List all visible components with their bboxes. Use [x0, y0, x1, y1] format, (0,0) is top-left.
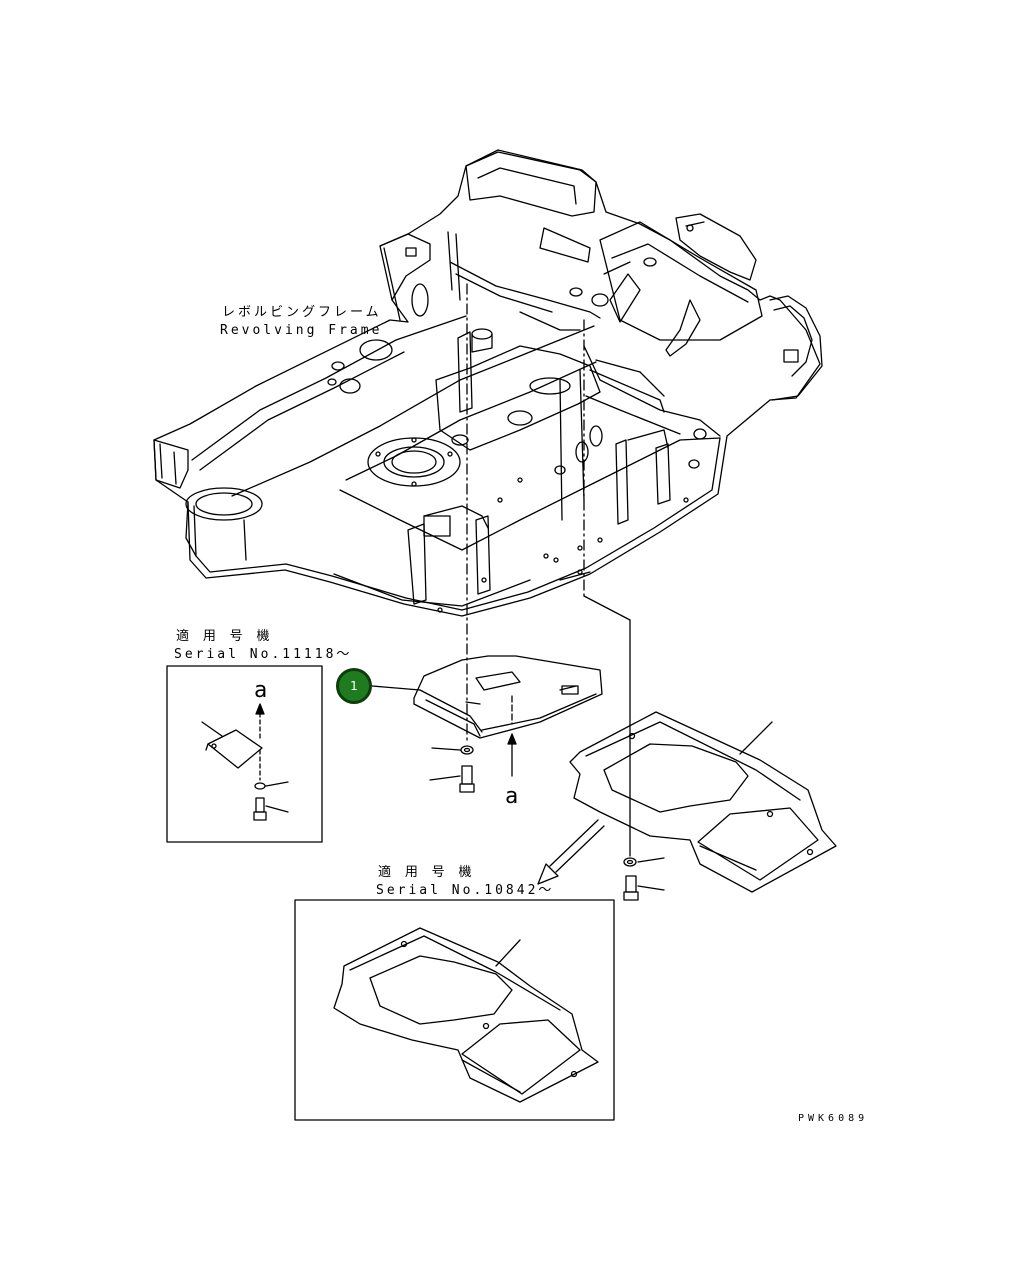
drawing-code: PWK6089	[798, 1113, 869, 1124]
revolving-frame-label-en: Revolving Frame	[220, 323, 383, 338]
part-callout-1[interactable]: 1	[336, 668, 372, 704]
serial-label-2: Serial No.10842～	[376, 883, 555, 898]
cover-plate-small	[372, 656, 602, 738]
view-label-a-main: a	[505, 784, 519, 809]
revolving-frame	[154, 150, 822, 616]
reference-lines	[467, 284, 630, 856]
view-label-a-detail: a	[254, 678, 268, 703]
serial-label-1-jp: 適 用 号 機	[176, 629, 273, 644]
serial-label-2-jp: 適 用 号 機	[378, 865, 475, 880]
frame-outline	[154, 152, 820, 616]
serial-label-1: Serial No.11118～	[174, 647, 353, 662]
revolving-frame-label-jp: レボルビングフレーム	[222, 305, 382, 320]
cover-plate-large	[538, 712, 836, 900]
detail-box-1	[167, 666, 322, 842]
detail-box-2	[295, 900, 614, 1120]
bolt-washer-main	[430, 734, 516, 792]
